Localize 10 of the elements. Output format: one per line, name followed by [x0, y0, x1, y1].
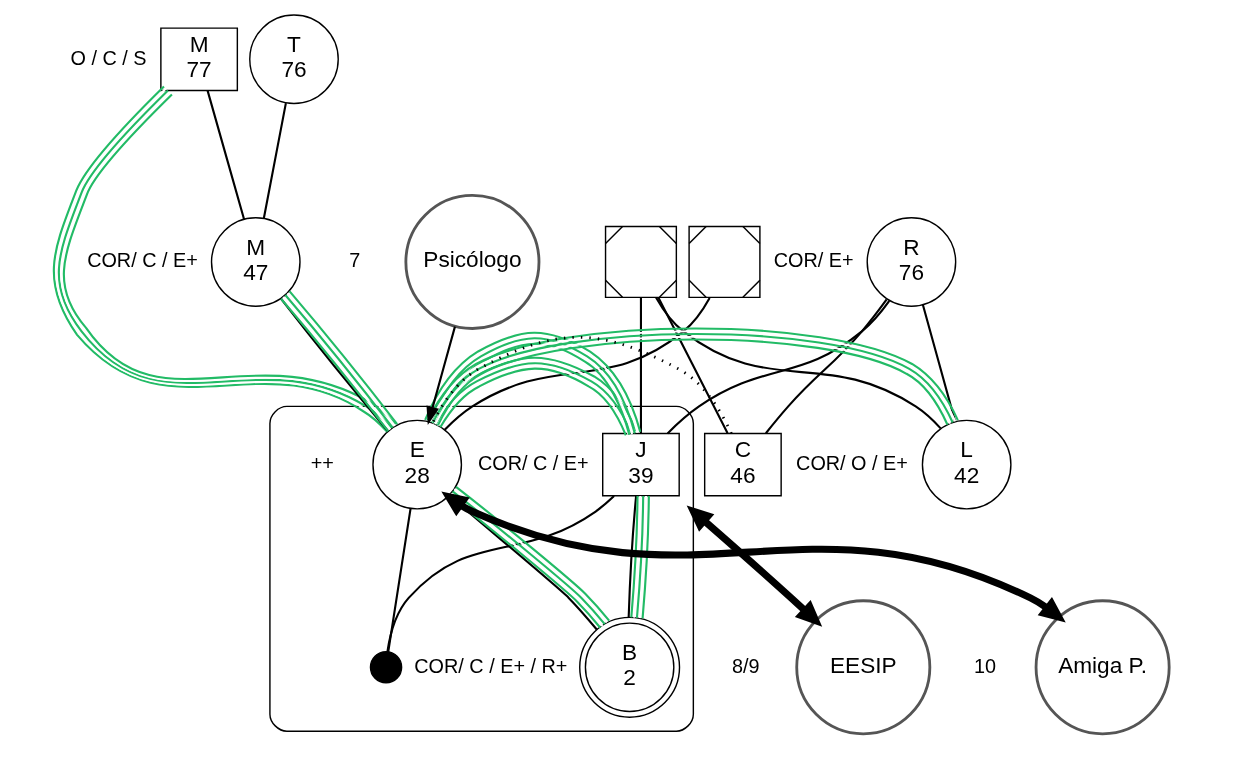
node-label: COR/ O / E+	[796, 451, 908, 474]
node-label: ++	[310, 451, 334, 474]
node-label: 10	[974, 654, 997, 677]
node-label: 8/9	[731, 654, 760, 677]
node-label: COR/ E+	[773, 249, 854, 272]
node-label: COR/ C / E+	[87, 249, 198, 272]
node-label: 7	[349, 249, 361, 272]
node-label: COR/ C / E+ / R+	[414, 654, 568, 677]
node-label: COR/ C / E+	[477, 451, 589, 474]
node-label: O / C / S	[70, 46, 147, 69]
